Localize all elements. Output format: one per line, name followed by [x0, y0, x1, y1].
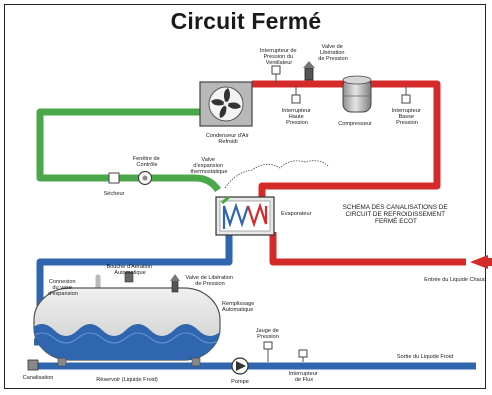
auto-fill-label: Remplissage Automatique — [222, 301, 256, 313]
dryer-label: Sécheur — [104, 191, 125, 197]
pressure-relief-valve-top-label: Valve de Libération de Pression — [318, 44, 348, 62]
pressure-relief-valve-tank — [170, 274, 180, 293]
condenser-label: Condenseur d'Air Refroidi — [206, 133, 251, 145]
low-pressure-switch — [401, 86, 411, 104]
sight-glass-label: Fenêtre de Contrôle — [133, 156, 162, 168]
pressure-relief-valve-tank-label: Valve de Libération de Pression — [185, 275, 234, 287]
vent-cap-label: Bouche d'Aération Automatique — [106, 264, 153, 276]
low-pressure-switch-label: Interrupteur Basse Pression — [392, 108, 422, 126]
pump — [231, 357, 249, 375]
diagram-title: Circuit Fermé — [170, 8, 322, 34]
fan-pressure-switch-label: Interrupteur de Pression du Ventilateur — [260, 48, 298, 66]
drain-label: Canalisation — [23, 375, 54, 381]
red-pipe-upper — [252, 80, 441, 199]
green-pipe — [36, 108, 221, 193]
red-pipe-inlet — [269, 232, 466, 266]
pump-label: Pompe — [231, 379, 249, 385]
expansion-valve-label: Valve d'expansion thermostatique — [190, 157, 227, 175]
hot-liquid-inlet-arrow — [470, 255, 492, 269]
high-pressure-switch — [291, 86, 301, 104]
thermostatic-sensing-line — [224, 160, 329, 189]
drain-valve — [27, 359, 39, 371]
compressor-label: Compresseur — [338, 121, 372, 127]
flow-switch-label: Interrupteur de Flux — [289, 371, 319, 383]
compressor — [342, 75, 372, 113]
flow-switch — [298, 349, 308, 362]
pressure-gauge-label: Jauge de Pression — [256, 328, 281, 340]
evaporator — [215, 195, 275, 236]
cold-liquid-outlet-label: Sortie du Liquide Froid — [397, 354, 453, 360]
hot-liquid-inlet-label: Entrée du Liquide Chaud — [424, 277, 486, 283]
dryer — [108, 172, 120, 184]
pressure-gauge — [263, 341, 273, 362]
reservoir-label: Réservoir (Liquide Froid) — [96, 377, 158, 383]
sight-glass — [137, 170, 153, 186]
vent-cap — [124, 271, 134, 283]
reservoir-tank — [33, 287, 221, 367]
condenser — [199, 81, 253, 127]
fan-pressure-switch — [271, 65, 281, 84]
pressure-relief-valve-top — [303, 61, 315, 81]
evaporator-label: Évaporateur — [281, 210, 312, 217]
high-pressure-switch-label: Interrupteur Haute Pression — [282, 108, 312, 126]
schematic-caption: SCHEMA DES CANALISATIONS DE CIRCUIT DE R… — [343, 204, 450, 225]
expansion-connection-label: Connexion du vase d'expansion — [48, 279, 78, 297]
